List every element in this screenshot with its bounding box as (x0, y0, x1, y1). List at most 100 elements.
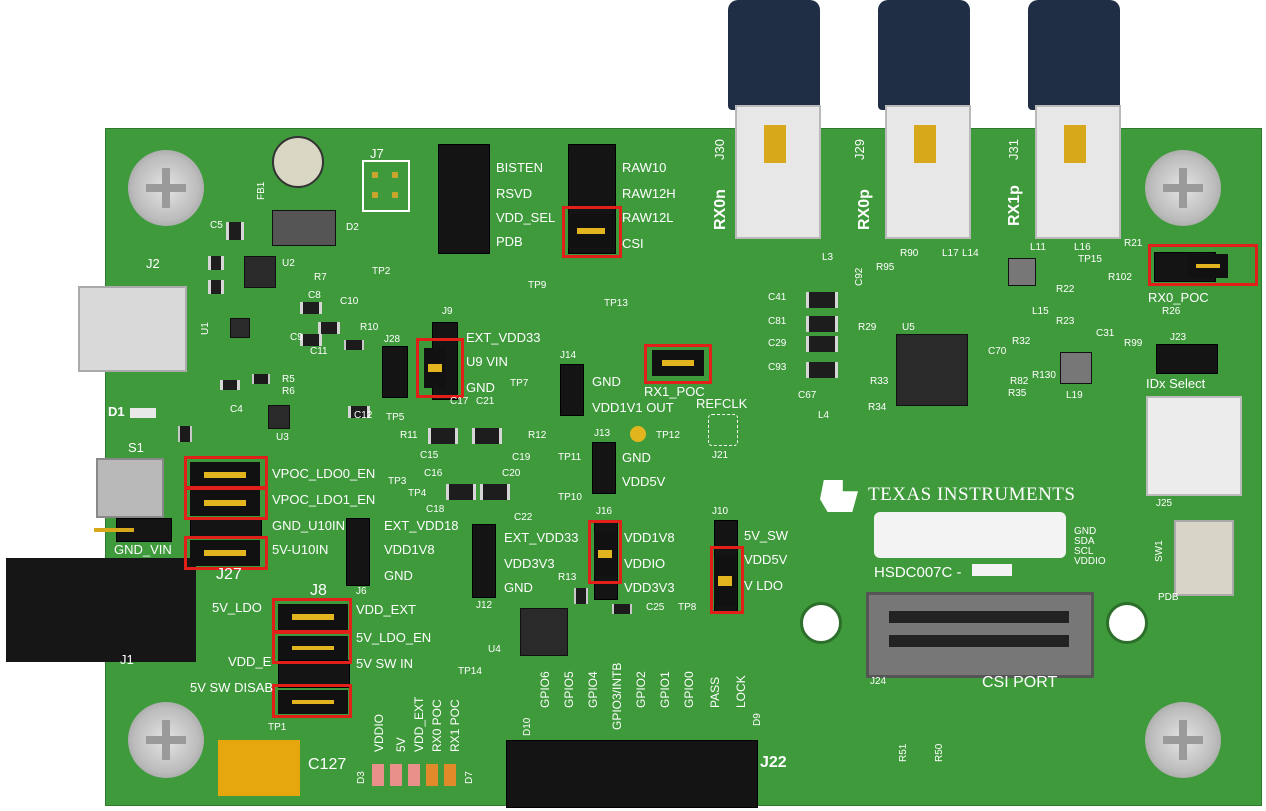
ic-u1 (230, 318, 250, 338)
jumper-cap-vpoc-ldo0[interactable] (190, 462, 260, 488)
i2c-connector-j25 (1146, 396, 1242, 496)
r6-label: R6 (282, 386, 295, 397)
j16-label-vddio: VDDIO (624, 556, 666, 571)
r5-label: R5 (282, 374, 295, 385)
j9-label-gnd: GND (466, 380, 495, 395)
led-vddio (372, 764, 384, 786)
tp2-label: TP2 (372, 266, 391, 277)
jumper-cap-v-ldo[interactable] (714, 556, 736, 606)
capacitor-c15 (428, 428, 458, 444)
j22-label-lock: LOCK (734, 675, 748, 708)
l3-label: L3 (822, 252, 834, 263)
highlight-j8-sw-disab (272, 684, 352, 718)
j15-label-csi: CSI (622, 236, 644, 251)
j8-label-5v-sw-in: 5V SW IN (356, 656, 414, 671)
coax-label-rx0p: RX0p (856, 189, 873, 230)
header-j13[interactable] (592, 442, 616, 494)
d10-label: D10 (522, 717, 533, 736)
c8-label: C8 (308, 290, 321, 301)
header-j8-sw[interactable] (278, 660, 350, 688)
header-j6[interactable] (346, 518, 370, 586)
highlight-j27-ldo1 (184, 486, 268, 520)
header-j22[interactable] (506, 740, 758, 808)
jumper-cap-5v-ldo-en[interactable] (278, 636, 348, 660)
jumper-cap-rx0-poc[interactable] (1188, 254, 1228, 278)
header-j23[interactable] (1156, 344, 1218, 374)
header-j27-gnd[interactable] (190, 518, 262, 538)
c21-label: C21 (476, 396, 495, 407)
j9-label: J9 (442, 306, 453, 317)
j16-label: J16 (596, 506, 613, 517)
led-label-vdd-ext: VDD_EXT (412, 696, 426, 752)
j8-label-5v-ldo-en: 5V_LDO_EN (356, 630, 432, 645)
r21-label: R21 (1124, 238, 1143, 249)
highlight-j9 (416, 338, 464, 398)
led-label-5v: 5V (394, 737, 408, 752)
c70-label: C70 (988, 346, 1007, 357)
coax-connector-j30 (728, 0, 820, 110)
ic-u4 (520, 608, 568, 656)
inductor-l19 (1060, 352, 1092, 384)
resistor-r13 (574, 588, 588, 604)
gnd-vin-pin (94, 528, 134, 532)
jumper-cap-5v-sw-disab[interactable] (278, 690, 348, 714)
r10-label: R10 (360, 322, 379, 333)
header-j12[interactable] (472, 524, 496, 598)
jumper-cap-vpoc-ldo1[interactable] (190, 490, 260, 516)
jumper-cap-csi[interactable] (568, 214, 614, 248)
j23-label: IDx Select (1146, 376, 1206, 391)
coax-connector-j31 (1028, 0, 1120, 110)
board-id: HSDC007C - (874, 564, 962, 581)
jumper-cap-vdd-ext[interactable] (278, 604, 348, 630)
jumper-cap-vddio[interactable] (594, 532, 616, 576)
j25-pin-vddio: VDDIO (1074, 556, 1106, 567)
tp4-label: TP4 (408, 488, 427, 499)
jumper-cap-5v-u10in[interactable] (190, 540, 260, 566)
j15-label-raw12h: RAW12H (622, 186, 676, 201)
tp11-label: TP11 (558, 452, 582, 463)
jumper-cap-u9vin[interactable] (424, 348, 446, 388)
j10-label-5v-sw: 5V_SW (744, 528, 789, 543)
mounting-screw-bottom-right (1145, 702, 1221, 778)
led-d1 (130, 408, 156, 418)
capacitor-c3 (208, 280, 224, 294)
l16-label: L16 (1074, 242, 1091, 253)
usb-ref: J2 (146, 256, 160, 271)
capacitor-c16 (446, 484, 476, 500)
capacitor-c81 (806, 316, 838, 332)
c22-label: C22 (514, 512, 533, 523)
inductor-l11 (1008, 258, 1036, 286)
pdb-switch[interactable] (1174, 520, 1234, 596)
refclk-connector (708, 414, 738, 446)
header-j11[interactable] (438, 144, 490, 254)
board-id-blank (972, 564, 1012, 576)
j22-label-gpio4: GPIO4 (586, 671, 600, 708)
j12-label: J12 (476, 600, 493, 611)
csi-port-connector (866, 592, 1094, 678)
j15-label-raw12l: RAW12L (622, 210, 674, 225)
header-j28[interactable] (382, 346, 408, 398)
j28-label: J28 (384, 334, 401, 345)
j13-label-vdd5v: VDD5V (622, 474, 666, 489)
j11-label-rsvd: RSVD (496, 186, 533, 201)
mounting-hole-left (800, 602, 842, 644)
pdb-switch-label: PDB (1158, 592, 1179, 603)
j25-label: J25 (1156, 498, 1173, 509)
j27-label-5v-u10in: 5V-U10IN (272, 542, 329, 557)
jumper-cap-rx1-poc[interactable] (652, 350, 704, 376)
r33-label: R33 (870, 376, 889, 387)
tp7-label: TP7 (510, 378, 529, 389)
j6-label-gnd: GND (384, 568, 413, 583)
csi-port-label: CSI PORT (982, 674, 1058, 691)
header-j14[interactable] (560, 364, 584, 416)
switch-s1[interactable] (96, 458, 164, 518)
c41-label: C41 (768, 292, 787, 303)
switch-s1-label: S1 (128, 440, 144, 455)
capacitor-c9 (300, 334, 322, 346)
j25-pin-sda: SDA (1074, 536, 1095, 547)
led-5v (390, 764, 402, 786)
resistor-c25 (612, 604, 632, 614)
j8-label-5v-ldo: 5V_LDO (212, 600, 262, 615)
j9-label-ext-vdd33: EXT_VDD33 (466, 330, 541, 345)
j6-label-ext-vdd18: EXT_VDD18 (384, 518, 459, 533)
